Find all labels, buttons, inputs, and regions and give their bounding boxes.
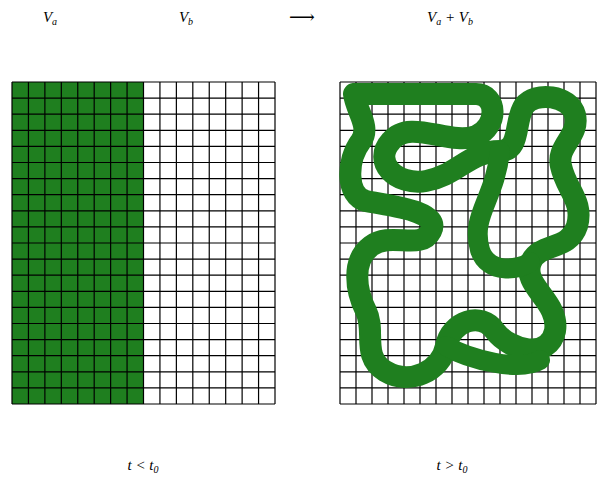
volume-label-holder: Va bbox=[43, 8, 57, 26]
separated-grid bbox=[12, 82, 275, 404]
grid-line bbox=[12, 210, 275, 211]
mixed-fluid-blob bbox=[350, 94, 578, 377]
grid-line bbox=[12, 307, 275, 308]
grid-line bbox=[340, 259, 596, 260]
grid-line bbox=[12, 403, 275, 404]
grid-line bbox=[12, 242, 275, 243]
grid-line bbox=[340, 403, 596, 404]
volume-label: Va + Vb bbox=[427, 9, 473, 25]
time-label-holder: t < t0 bbox=[128, 456, 159, 474]
grid-line bbox=[12, 371, 275, 372]
grid-line bbox=[12, 323, 275, 324]
grid-line bbox=[12, 259, 275, 260]
time-label: t > t0 bbox=[437, 457, 468, 473]
mixed-fluid-blob bbox=[446, 151, 540, 365]
volume-label: Vb bbox=[179, 9, 193, 25]
grid-line bbox=[12, 81, 275, 82]
grid-line bbox=[340, 114, 596, 115]
grid-line bbox=[12, 339, 275, 340]
grid-line bbox=[340, 275, 596, 276]
grid-line bbox=[12, 162, 275, 163]
grid-line bbox=[12, 194, 275, 195]
volume-label-holder: Vb bbox=[179, 8, 193, 26]
time-label: t < t0 bbox=[128, 457, 159, 473]
grid-line bbox=[12, 275, 275, 276]
grid-line bbox=[12, 355, 275, 356]
grid-line bbox=[340, 226, 596, 227]
grid-line bbox=[12, 291, 275, 292]
grid-line bbox=[340, 81, 596, 82]
grid-line bbox=[12, 114, 275, 115]
time-label-holder: t > t0 bbox=[437, 456, 468, 474]
grid-line bbox=[12, 387, 275, 388]
volume-label-holder: Va + Vb bbox=[427, 8, 473, 26]
grid-line bbox=[12, 178, 275, 179]
arrow-symbol-holder: ⟶ bbox=[289, 6, 315, 28]
grid-line bbox=[340, 291, 596, 292]
grid-line bbox=[12, 97, 275, 98]
arrow-symbol: ⟶ bbox=[289, 7, 315, 27]
grid-line bbox=[12, 226, 275, 227]
volume-label: Va bbox=[43, 9, 57, 25]
grid-line bbox=[340, 387, 596, 388]
mixed-grid bbox=[340, 82, 596, 404]
grid-line bbox=[12, 130, 275, 131]
grid-line bbox=[12, 146, 275, 147]
